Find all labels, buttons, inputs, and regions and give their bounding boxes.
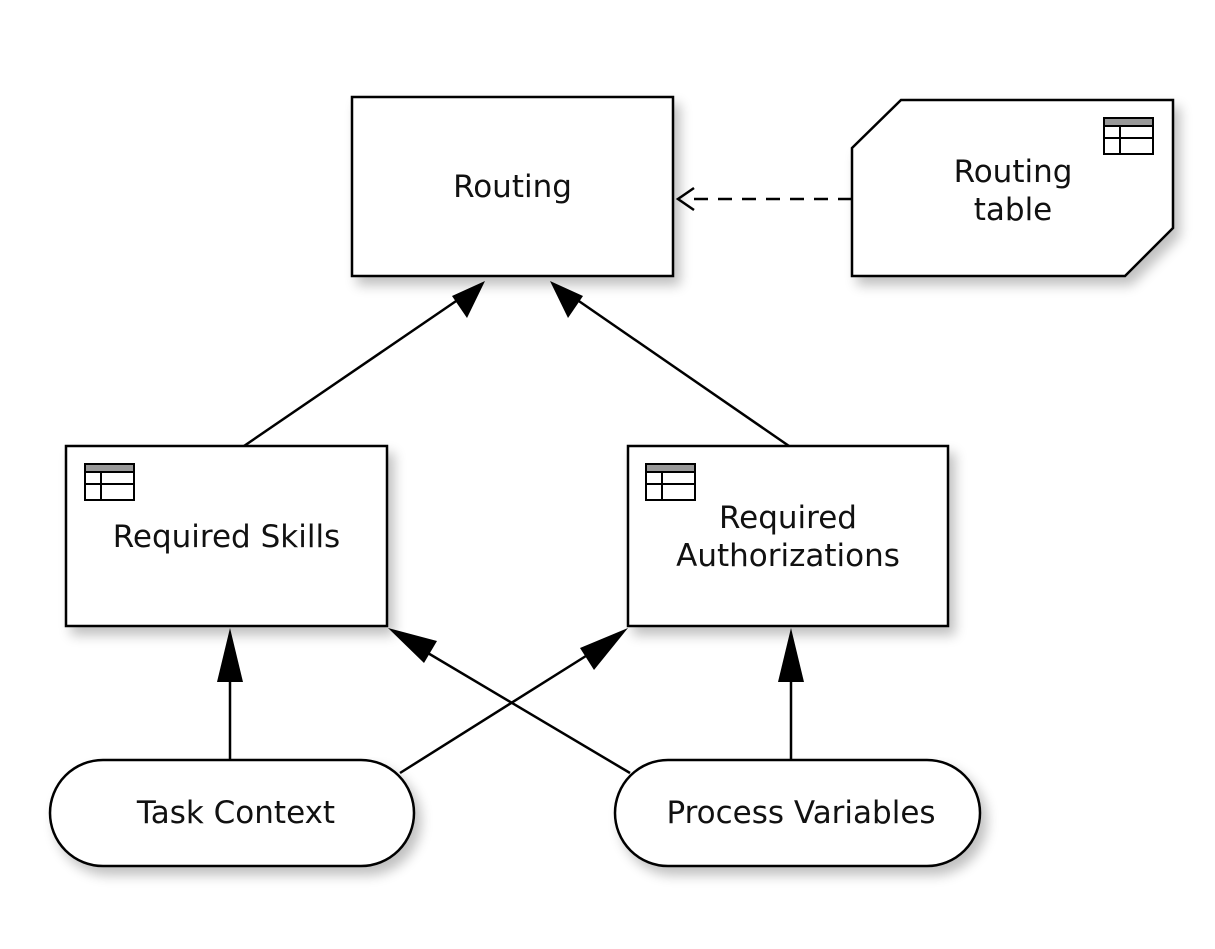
table-icon: [84, 463, 135, 501]
required-authorizations-label-line1: Required: [719, 500, 857, 536]
node-routing-table: [850, 98, 1175, 278]
edge-process-variables-to-required-skills: [388, 628, 631, 775]
edge-routing-table-to-routing: [675, 186, 852, 212]
routing-table-label-line2: table: [973, 192, 1053, 228]
edge-required-authorizations-to-routing: [550, 281, 790, 448]
edge-task-context-to-required-authorizations: [399, 628, 628, 775]
edge-required-skills-to-routing: [243, 281, 485, 448]
edge-task-context-to-required-skills: [217, 628, 243, 760]
node-required-skills: [64, 444, 389, 628]
required-skills-label: Required Skills: [112, 519, 341, 555]
required-authorizations-label-line2: Authorizations: [676, 538, 900, 574]
table-icon: [1103, 117, 1154, 155]
routing-table-label-line1: Routing: [953, 154, 1073, 190]
edge-process-variables-to-required-authorizations: [778, 628, 804, 760]
task-context-label: Task Context: [136, 795, 336, 831]
routing-label: Routing: [453, 169, 572, 205]
process-variables-label: Process Variables: [666, 795, 936, 831]
node-routing: [350, 95, 675, 278]
node-required-authorizations: [626, 444, 950, 628]
table-icon: [645, 463, 696, 501]
node-process-variables: [613, 758, 982, 868]
node-task-context: [48, 758, 416, 868]
